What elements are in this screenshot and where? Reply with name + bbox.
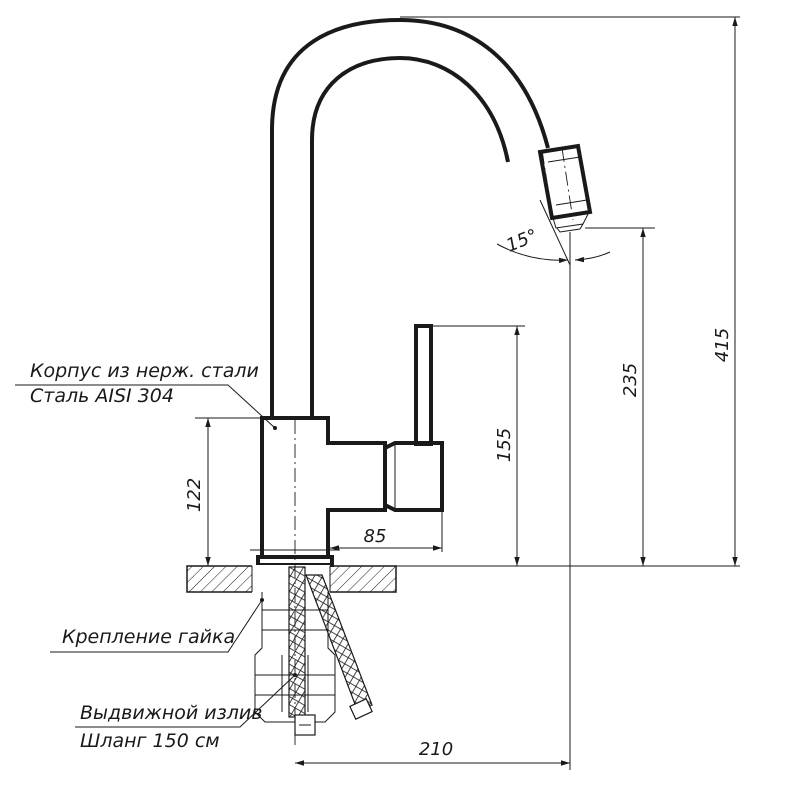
dimension-arrows <box>205 17 738 766</box>
hoses <box>288 566 373 736</box>
leader-lines <box>15 384 297 728</box>
spray-head <box>537 143 593 233</box>
body-width-value: 85 <box>364 526 387 547</box>
lever-block <box>383 324 444 512</box>
spout <box>270 17 550 418</box>
spout-height-value: 235 <box>620 363 641 397</box>
hose-length-label: Шланг 150 см <box>80 730 220 752</box>
pullout-spout-label: Выдвижной излив <box>80 702 262 724</box>
spout-reach-value: 210 <box>419 739 453 760</box>
extension-lines <box>195 16 740 770</box>
lever-height-value: 155 <box>494 428 515 462</box>
mount-nut-label: Крепление гайка <box>62 626 235 648</box>
body-height-value: 122 <box>184 478 205 512</box>
total-height-value: 415 <box>712 328 733 362</box>
body-material-label: Корпус из нерж. стали <box>30 360 259 382</box>
body-steel-grade-label: Сталь AISI 304 <box>30 385 174 407</box>
spout-angle-value: 15° <box>503 225 540 256</box>
